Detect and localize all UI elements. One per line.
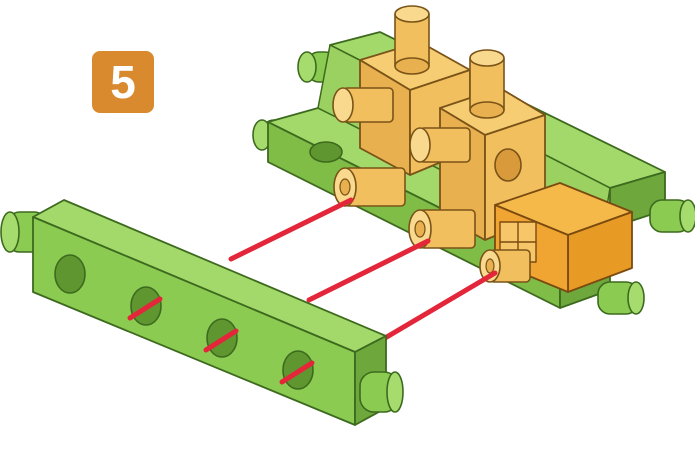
base-peg-right-back: [650, 200, 695, 232]
green-beam-with-holes: [1, 200, 403, 425]
guide-line-3: [380, 273, 495, 341]
base-peg-right-front: [598, 282, 644, 314]
beam-hole-1: [55, 255, 85, 293]
step-number-badge: 5: [92, 51, 154, 113]
tan-connector-hole: [495, 149, 521, 181]
tan-peg-left-back: [333, 88, 393, 122]
base-hole: [310, 142, 342, 162]
tan-peg-top-back: [395, 6, 429, 74]
tan-peg-lower-back: [334, 168, 405, 206]
guide-line-2: [309, 241, 428, 300]
guide-line-1: [231, 200, 351, 259]
tan-peg-lower-front: [409, 210, 475, 248]
tan-peg-top-front: [470, 50, 504, 118]
beam-peg-right: [360, 372, 403, 412]
step-number: 5: [110, 59, 136, 105]
tan-peg-middle: [410, 128, 470, 162]
